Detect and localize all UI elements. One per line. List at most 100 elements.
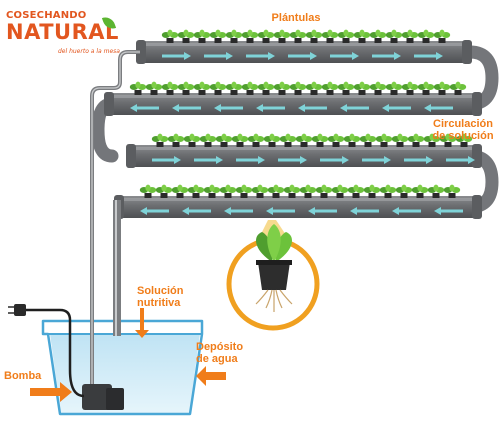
seedling xyxy=(193,81,211,95)
circulacion-line1: Circulación xyxy=(433,118,493,130)
flow-arrow xyxy=(340,104,369,112)
seedling-leaf-center xyxy=(273,184,279,192)
detail-roots xyxy=(255,289,293,312)
pipe-cap-left xyxy=(104,92,114,116)
seedling xyxy=(331,184,349,198)
seedling-cup xyxy=(438,38,446,43)
pipe-cap-left xyxy=(136,40,146,64)
circulacion-line2: de solución xyxy=(432,130,494,142)
seedling xyxy=(289,29,307,43)
seedling xyxy=(231,133,249,147)
seedling-leaf-center xyxy=(349,133,355,141)
seedling-cup xyxy=(182,38,190,43)
seedling-cup xyxy=(364,142,372,147)
seedling xyxy=(177,81,195,95)
seedling-cup xyxy=(380,142,388,147)
flow-arrow xyxy=(236,156,265,164)
seedling-cup xyxy=(358,90,366,95)
seedling xyxy=(183,133,201,147)
pipe-highlight xyxy=(118,198,478,201)
seedling-cup xyxy=(438,90,446,95)
seedling-leaf-center xyxy=(401,184,407,192)
seedling-leaf-center xyxy=(317,133,323,141)
seedling-leaf-center xyxy=(247,29,253,37)
seedling xyxy=(385,81,403,95)
seedling xyxy=(171,184,189,198)
seedling xyxy=(129,81,147,95)
seedling xyxy=(395,184,413,198)
seedling-leaf-center xyxy=(231,29,237,37)
flow-arrow xyxy=(424,104,453,112)
seedling-leaf-center xyxy=(167,81,173,89)
seedling-leaf-center xyxy=(157,133,163,141)
seedling-leaf-center xyxy=(439,29,445,37)
seedling xyxy=(347,184,365,198)
arrow-solucion xyxy=(135,308,149,338)
seedling-leaf-center xyxy=(263,81,269,89)
seedling-cup xyxy=(294,38,302,43)
seedling xyxy=(251,184,269,198)
seedling-cup xyxy=(416,193,424,198)
pipe-highlight xyxy=(108,95,478,98)
seedling-cup xyxy=(352,193,360,198)
seedling xyxy=(177,29,195,43)
seedling xyxy=(273,81,291,95)
return-tube-highlight xyxy=(115,200,117,336)
seedling-leaf-center xyxy=(369,184,375,192)
plantulas-text: Plántulas xyxy=(271,12,321,24)
seedling-leaf-center xyxy=(305,184,311,192)
seedling-leaf-center xyxy=(417,184,423,192)
seedling-cup xyxy=(214,90,222,95)
seedling-leaf-center xyxy=(295,29,301,37)
seedling xyxy=(417,29,435,43)
seedling-cup xyxy=(444,142,452,147)
seedling-leaf-center xyxy=(333,133,339,141)
flow-arrow xyxy=(194,156,223,164)
seedling-cup xyxy=(406,90,414,95)
seedling xyxy=(337,29,355,43)
seedling-cup xyxy=(214,38,222,43)
seedling xyxy=(241,29,259,43)
seedling-cup xyxy=(412,142,420,147)
seedling-leaf-center xyxy=(439,81,445,89)
seedling-cup xyxy=(150,90,158,95)
seedling xyxy=(369,29,387,43)
seedling xyxy=(247,133,265,147)
seedling-cup xyxy=(224,193,232,198)
arrow-deposito xyxy=(196,366,226,386)
seedling xyxy=(167,133,185,147)
arrow-bomba xyxy=(30,382,72,402)
seedling-leaf-center xyxy=(359,81,365,89)
seedling xyxy=(235,184,253,198)
seedling-cup xyxy=(166,90,174,95)
seedling xyxy=(411,184,429,198)
seedling-leaf-center xyxy=(215,29,221,37)
seedling-cup xyxy=(208,193,216,198)
seedling xyxy=(155,184,173,198)
seedling-leaf-center xyxy=(423,29,429,37)
label-circulacion: Circulación de solución xyxy=(428,118,498,142)
seedling-leaf-center xyxy=(429,133,435,141)
seedling-cup xyxy=(384,193,392,198)
flow-arrow xyxy=(162,52,191,60)
seedling-cup xyxy=(246,90,254,95)
seedling-leaf-center xyxy=(375,29,381,37)
seedling-cup xyxy=(432,193,440,198)
seedling-cup xyxy=(172,142,180,147)
seedling-cup xyxy=(390,90,398,95)
seedling-leaf-center xyxy=(311,81,317,89)
seedling-cup xyxy=(262,90,270,95)
seedling-leaf-center xyxy=(321,184,327,192)
label-plantulas: Plántulas xyxy=(266,12,326,24)
seedling-leaf-center xyxy=(257,184,263,192)
label-solucion-nutritiva: Solución nutritiva xyxy=(137,285,183,309)
seedling-leaf-center xyxy=(279,29,285,37)
seedling xyxy=(225,81,243,95)
seedling-leaf-center xyxy=(269,133,275,141)
seedling xyxy=(279,133,297,147)
seedling xyxy=(375,133,393,147)
seedling-leaf-center xyxy=(433,184,439,192)
seedling-cup xyxy=(278,90,286,95)
pipes-layer xyxy=(104,40,482,219)
flow-arrow xyxy=(382,104,411,112)
